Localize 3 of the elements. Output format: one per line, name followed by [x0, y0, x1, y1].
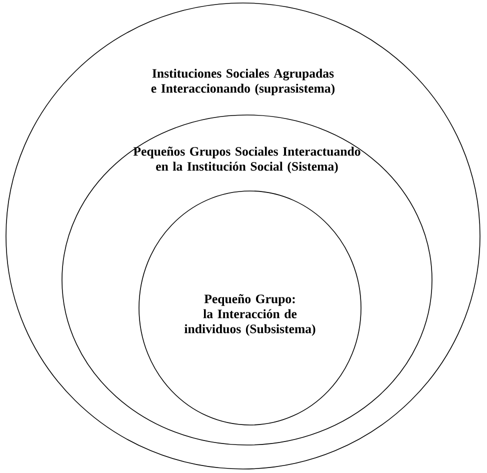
ellipse-label: Pequeño Grupo: la Interacción de individuos (Subsistema)	[184, 294, 316, 336]
ellipse-label: Instituciones Sociales Agrupadas e Interaccionando (suprasistema)	[151, 68, 334, 96]
ellipse-label: Pequeños Grupos Sociales Interactuando en la Institución Social (Sistema)	[133, 146, 360, 174]
